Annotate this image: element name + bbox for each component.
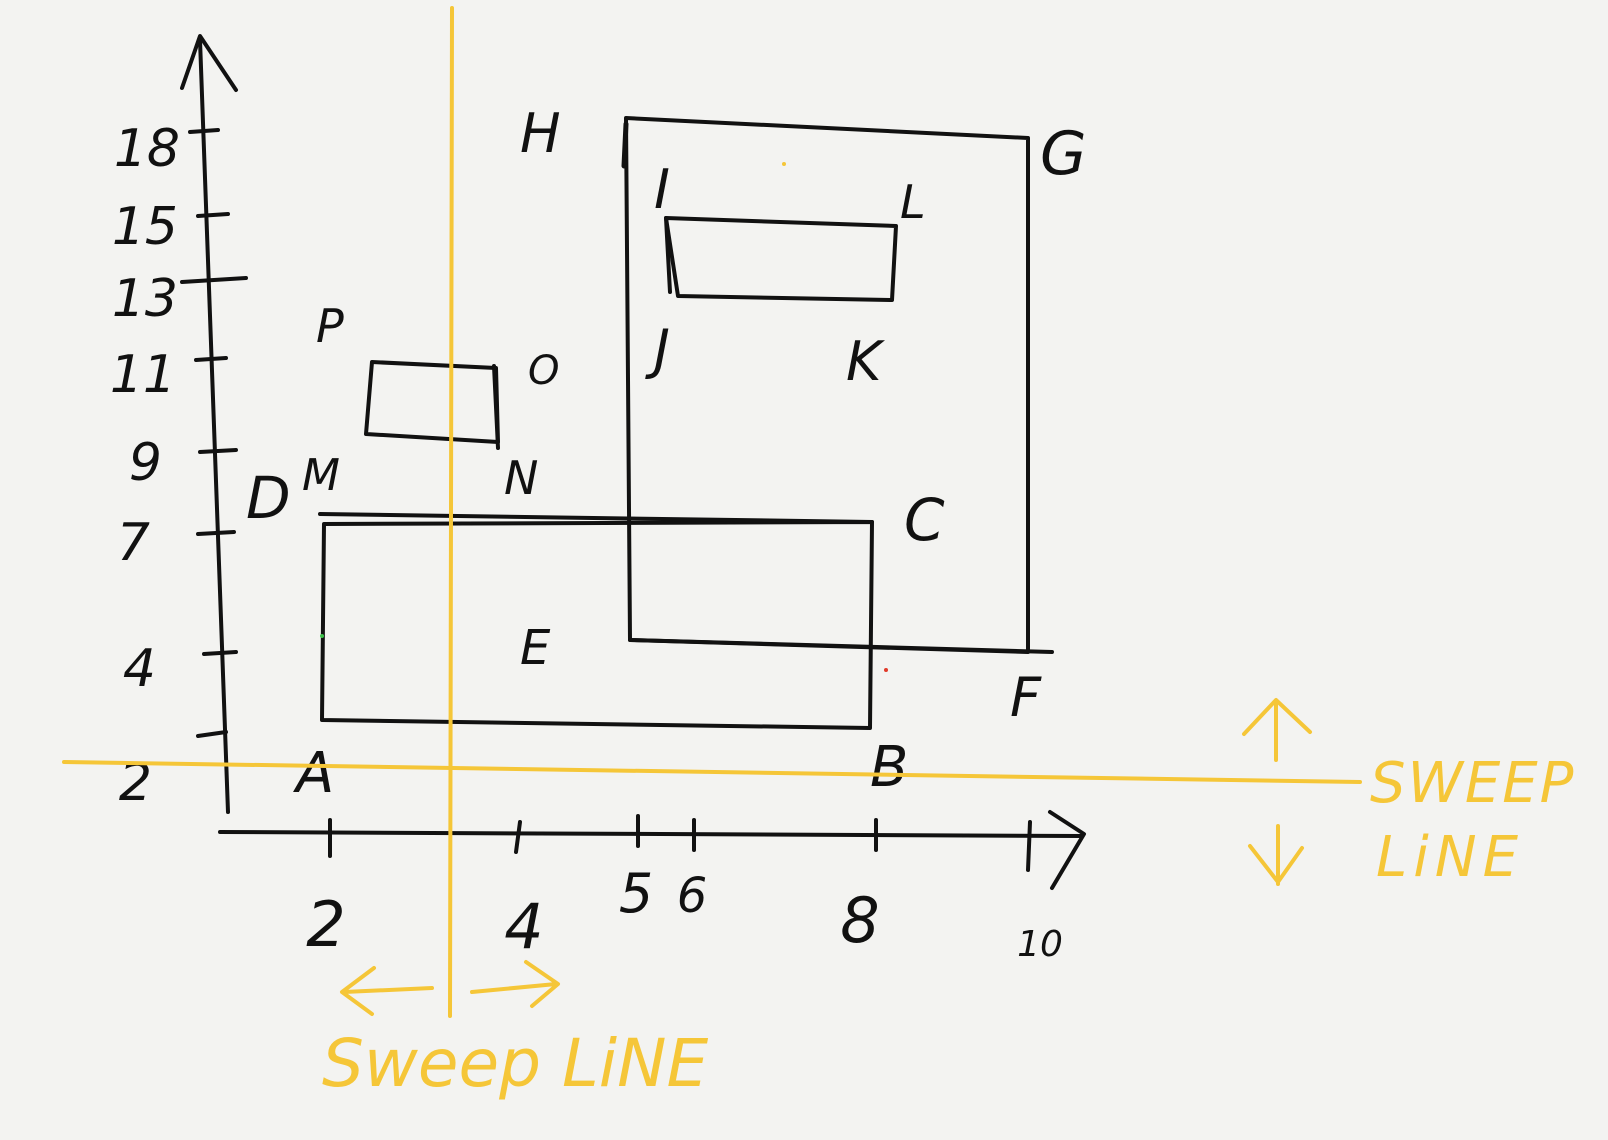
down-arrow-icon bbox=[1248, 824, 1304, 886]
left-arrow-icon bbox=[340, 966, 434, 1016]
rect-efgh bbox=[624, 116, 1030, 654]
x-axis-arrow-head bbox=[1048, 810, 1086, 890]
rect-ijkl bbox=[664, 216, 898, 302]
vertex-label-h: H bbox=[520, 102, 561, 165]
right-arrow-icon bbox=[470, 960, 560, 1008]
vertex-label-i: I bbox=[654, 158, 670, 221]
y-tick-label: 9 bbox=[129, 433, 162, 493]
rectangles bbox=[318, 116, 1054, 730]
vertex-label-f: F bbox=[1010, 666, 1042, 729]
x-tick-label: 5 bbox=[619, 862, 653, 925]
rect-mnop bbox=[364, 360, 500, 444]
rect-efgh-bottom-overhang bbox=[628, 638, 1054, 654]
vertex-label-j: J bbox=[645, 318, 670, 381]
horizontal-sweep-label-line1: SWEEP bbox=[1370, 751, 1575, 816]
y-tick-label: 7 bbox=[117, 513, 150, 573]
sweep-line-labels: SWEEP LiNE Sweep LiNE bbox=[322, 751, 1575, 1102]
y-tick-label: 11 bbox=[110, 345, 176, 405]
x-tick-label: 6 bbox=[677, 868, 708, 924]
vertex-label-e: E bbox=[520, 620, 551, 676]
rect-efgh-left-mark bbox=[621, 121, 629, 169]
x-tick-labels: 2 4 5 6 8 10 bbox=[306, 862, 1063, 965]
y-tick-label: 15 bbox=[112, 197, 178, 257]
x-tick-marks bbox=[328, 814, 1032, 872]
vertical-sweep-label: Sweep LiNE bbox=[322, 1025, 708, 1102]
horizontal-sweep-label-line2: LiNE bbox=[1376, 825, 1524, 890]
x-tick-label: 10 bbox=[1017, 924, 1063, 965]
vertex-label-p: P bbox=[316, 299, 344, 353]
vertex-label-a: A bbox=[293, 741, 334, 806]
x-tick-label: 4 bbox=[504, 890, 543, 963]
vertex-label-d: D bbox=[246, 464, 291, 532]
y-tick-marks bbox=[180, 128, 248, 738]
y-axis bbox=[198, 38, 230, 814]
vertex-label-n: N bbox=[504, 451, 538, 505]
vertex-label-b: B bbox=[870, 735, 908, 800]
vertex-label-c: C bbox=[904, 486, 945, 554]
y-tick-label: 4 bbox=[123, 639, 156, 699]
vertex-label-m: M bbox=[302, 450, 340, 501]
y-tick-label: 13 bbox=[112, 269, 178, 329]
x-tick-label: 8 bbox=[840, 884, 879, 957]
x-tick-label: 2 bbox=[306, 888, 345, 961]
y-tick-label: 18 bbox=[114, 119, 180, 179]
stray-dots bbox=[320, 162, 888, 672]
rect-ijkl-left-stroke bbox=[664, 216, 672, 294]
vertex-label-k: K bbox=[846, 330, 885, 393]
rect-mnop-right-stroke bbox=[492, 364, 500, 450]
vertex-label-g: G bbox=[1040, 119, 1087, 189]
horizontal-sweep-line bbox=[62, 760, 1362, 784]
vertex-label-l: L bbox=[900, 175, 926, 229]
axes bbox=[180, 34, 1086, 890]
vertex-labels: H G I L J K P O D M N C E F A B bbox=[246, 102, 1087, 806]
rect-abcd-top-overhang bbox=[318, 512, 874, 524]
rect-abcd bbox=[320, 520, 874, 730]
vertex-label-o: O bbox=[528, 348, 559, 394]
y-tick-labels: 18 15 13 11 9 7 4 2 bbox=[110, 119, 180, 813]
vertical-sweep-line bbox=[448, 6, 454, 1018]
up-arrow-icon bbox=[1242, 698, 1312, 762]
sweep-lines bbox=[62, 6, 1362, 1018]
x-axis bbox=[218, 830, 1084, 838]
y-axis-arrow-head bbox=[180, 34, 238, 92]
